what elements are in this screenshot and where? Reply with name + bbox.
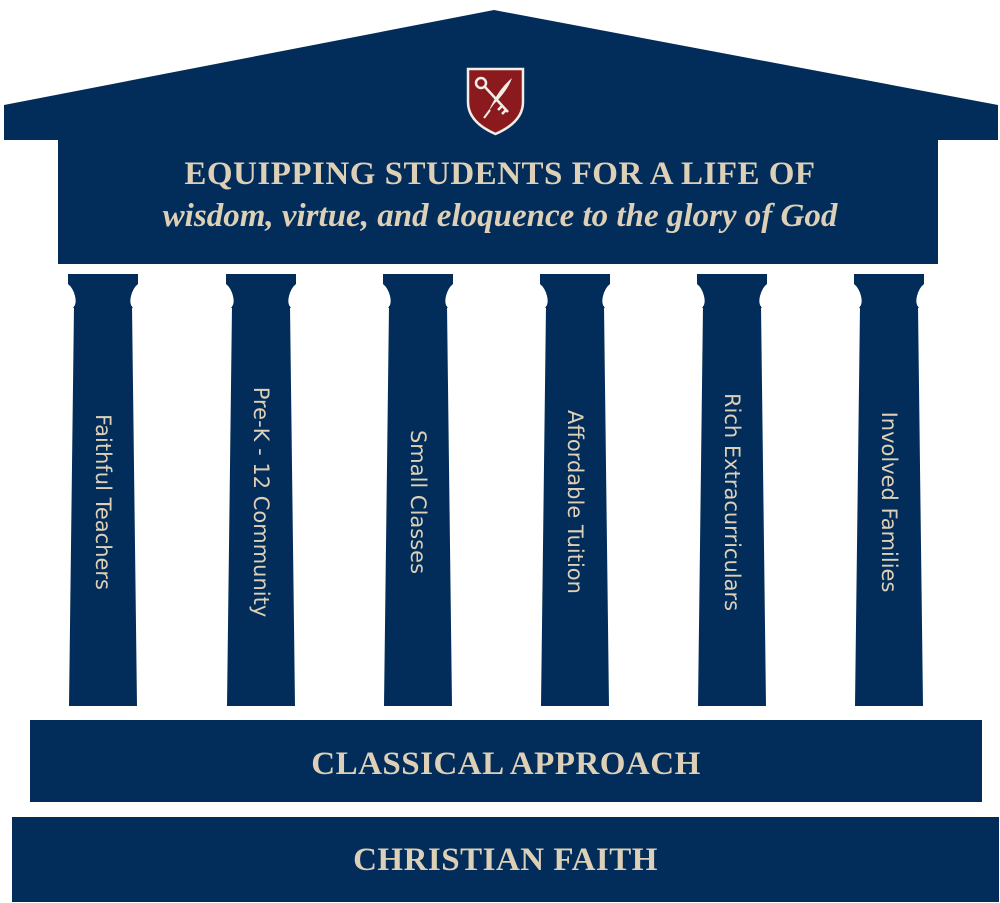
foundation-lower-label: CHRISTIAN FAITH	[353, 842, 658, 878]
pillar-label: Faithful Teachers	[91, 413, 115, 590]
pillar-shaft	[227, 306, 295, 706]
pillar-label: Small Classes	[406, 429, 430, 575]
mission-headline: EQUIPPING STUDENTS FOR A LIFE OF wisdom,…	[60, 152, 940, 236]
headline-line-2: wisdom, virtue, and eloquence to the glo…	[162, 198, 838, 234]
foundation-upper-label: CLASSICAL APPROACH	[311, 746, 701, 782]
headline-line-1: EQUIPPING STUDENTS FOR A LIFE OF	[184, 156, 816, 192]
pillar-capital	[697, 274, 767, 308]
pillar-shaft	[698, 306, 766, 706]
pillar-capital	[854, 274, 924, 308]
pillar-capital	[68, 274, 138, 308]
temple-entablature	[58, 136, 938, 264]
pillar-capital	[383, 274, 453, 308]
pillar-capital	[540, 274, 610, 308]
pillar-shaft	[855, 306, 923, 706]
pillar-shaft	[384, 306, 452, 706]
pillar-label: Rich Extracurriculars	[720, 392, 744, 612]
pillar-shaft	[541, 306, 609, 706]
foundation-lower-step	[12, 817, 999, 902]
pillar-label: Involved Families	[877, 411, 901, 593]
pillar-shaft	[69, 306, 137, 706]
pillar-label: Affordable Tuition	[563, 410, 587, 594]
quill-icon	[483, 78, 512, 119]
crest-shield-icon	[466, 67, 525, 136]
pillar-capital	[226, 274, 296, 308]
foundation-upper-step	[30, 720, 982, 802]
pillar-label: Pre-K - 12 Community	[249, 386, 273, 618]
